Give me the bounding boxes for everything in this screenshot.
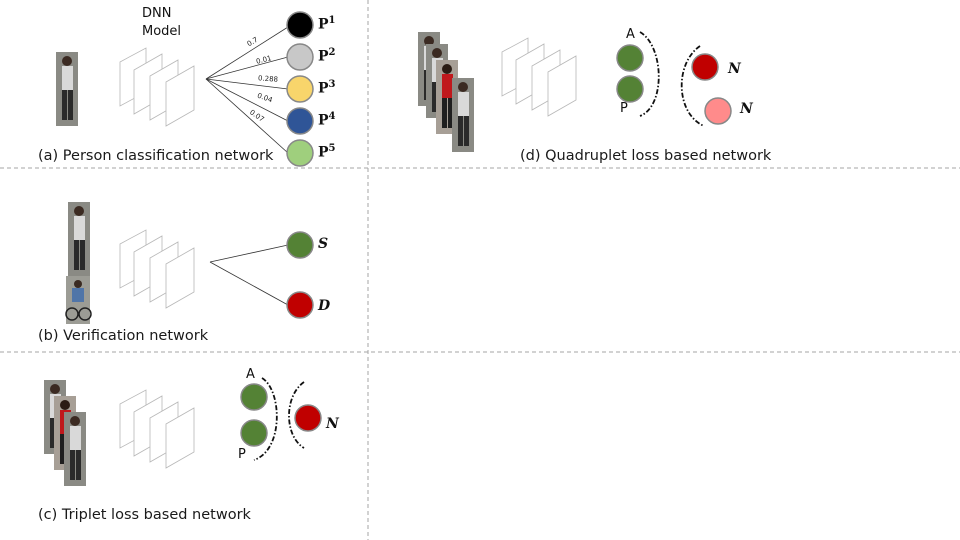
negative-label: N — [326, 416, 339, 432]
caption-b: (b) Verification network — [38, 328, 209, 344]
triplet-bracket-right — [288, 381, 305, 449]
anchor-node — [616, 44, 644, 72]
class-nodes — [286, 11, 314, 167]
positive-node — [616, 75, 644, 103]
verification-edges — [209, 244, 289, 306]
quadruplet-bracket-right — [680, 45, 705, 127]
panel-d-graphics — [418, 31, 732, 152]
anchor-label: A — [626, 27, 635, 42]
triplet-model-layers — [119, 389, 195, 469]
anchor-node — [240, 383, 268, 411]
negative-label-2: N — [740, 101, 753, 117]
different-label: D — [318, 298, 331, 314]
caption-a: (a) Person classification network — [38, 148, 274, 164]
caption-d: (d) Quadruplet loss based network — [520, 148, 772, 164]
person-image — [56, 52, 78, 126]
negative-node — [294, 404, 322, 432]
negative-node-2 — [704, 97, 732, 125]
model-label-line2: Model — [142, 24, 182, 39]
negative-node-1 — [691, 53, 719, 81]
class-node-p2 — [286, 43, 314, 71]
negative-label-1: N — [728, 61, 741, 77]
different-node — [286, 291, 314, 319]
class-label-p5: P5 — [318, 143, 336, 161]
class-label-p1: P1 — [318, 15, 336, 33]
quadruplet-model-layers — [501, 37, 577, 117]
panel-a-graphics — [56, 11, 314, 167]
dnn-model-layers — [119, 47, 195, 127]
class-node-p1 — [286, 11, 314, 39]
class-node-p3 — [286, 75, 314, 103]
class-label-p4: P4 — [318, 111, 336, 129]
triplet-bracket-left — [253, 377, 278, 461]
person-image-cycling — [65, 275, 92, 325]
person-image-walking — [68, 202, 90, 276]
positive-label: P — [620, 101, 628, 116]
class-label-p2: P2 — [318, 47, 336, 65]
verification-model-layers — [119, 229, 195, 309]
triplet-image-3 — [64, 412, 86, 486]
quadruplet-image-4 — [452, 78, 474, 152]
panel-c-graphics — [44, 377, 322, 486]
positive-node — [240, 419, 268, 447]
quadruplet-bracket-left — [639, 31, 660, 117]
anchor-label: A — [246, 367, 255, 382]
caption-c: (c) Triplet loss based network — [38, 507, 251, 523]
probability-p3: 0.288 — [257, 74, 279, 84]
model-label-line1: DNN — [142, 6, 172, 21]
class-label-p3: P3 — [318, 79, 336, 97]
class-node-p4 — [286, 107, 314, 135]
same-label: S — [318, 236, 329, 252]
panel-b-graphics — [65, 202, 314, 325]
positive-label: P — [238, 447, 246, 462]
classification-edges — [205, 26, 289, 154]
same-node — [286, 231, 314, 259]
class-node-p5 — [286, 139, 314, 167]
